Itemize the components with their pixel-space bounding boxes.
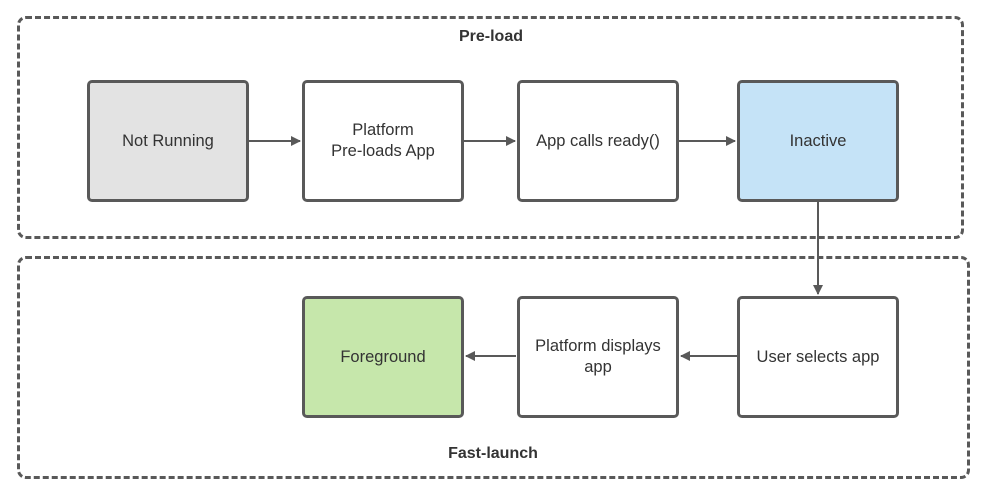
platform-displays-label-line1: Platform displays (535, 337, 661, 355)
app-calls-ready-label: App calls ready() (536, 131, 660, 150)
platform-preloads-node: Platform Pre-loads App (302, 80, 464, 202)
fastlaunch-group (17, 256, 970, 479)
preload-group-label: Pre-load (458, 28, 523, 45)
inactive-label: Inactive (789, 131, 847, 150)
user-selects-node: User selects app (737, 296, 899, 418)
user-selects-label: User selects app (756, 347, 880, 366)
fastlaunch-group-label: Fast-launch (448, 445, 538, 462)
not-running-node: Not Running (87, 80, 249, 202)
not-running-label: Not Running (122, 131, 214, 150)
platform-preloads-label-line1: Platform (352, 121, 414, 139)
foreground-label: Foreground (340, 347, 426, 366)
preload-group (17, 16, 964, 239)
foreground-node: Foreground (302, 296, 464, 418)
inactive-node: Inactive (737, 80, 899, 202)
platform-displays-node: Platform displays app (517, 296, 679, 418)
app-calls-ready-node: App calls ready() (517, 80, 679, 202)
platform-preloads-label-line2: Pre-loads App (331, 142, 435, 160)
platform-displays-label-line2: app (584, 358, 612, 376)
